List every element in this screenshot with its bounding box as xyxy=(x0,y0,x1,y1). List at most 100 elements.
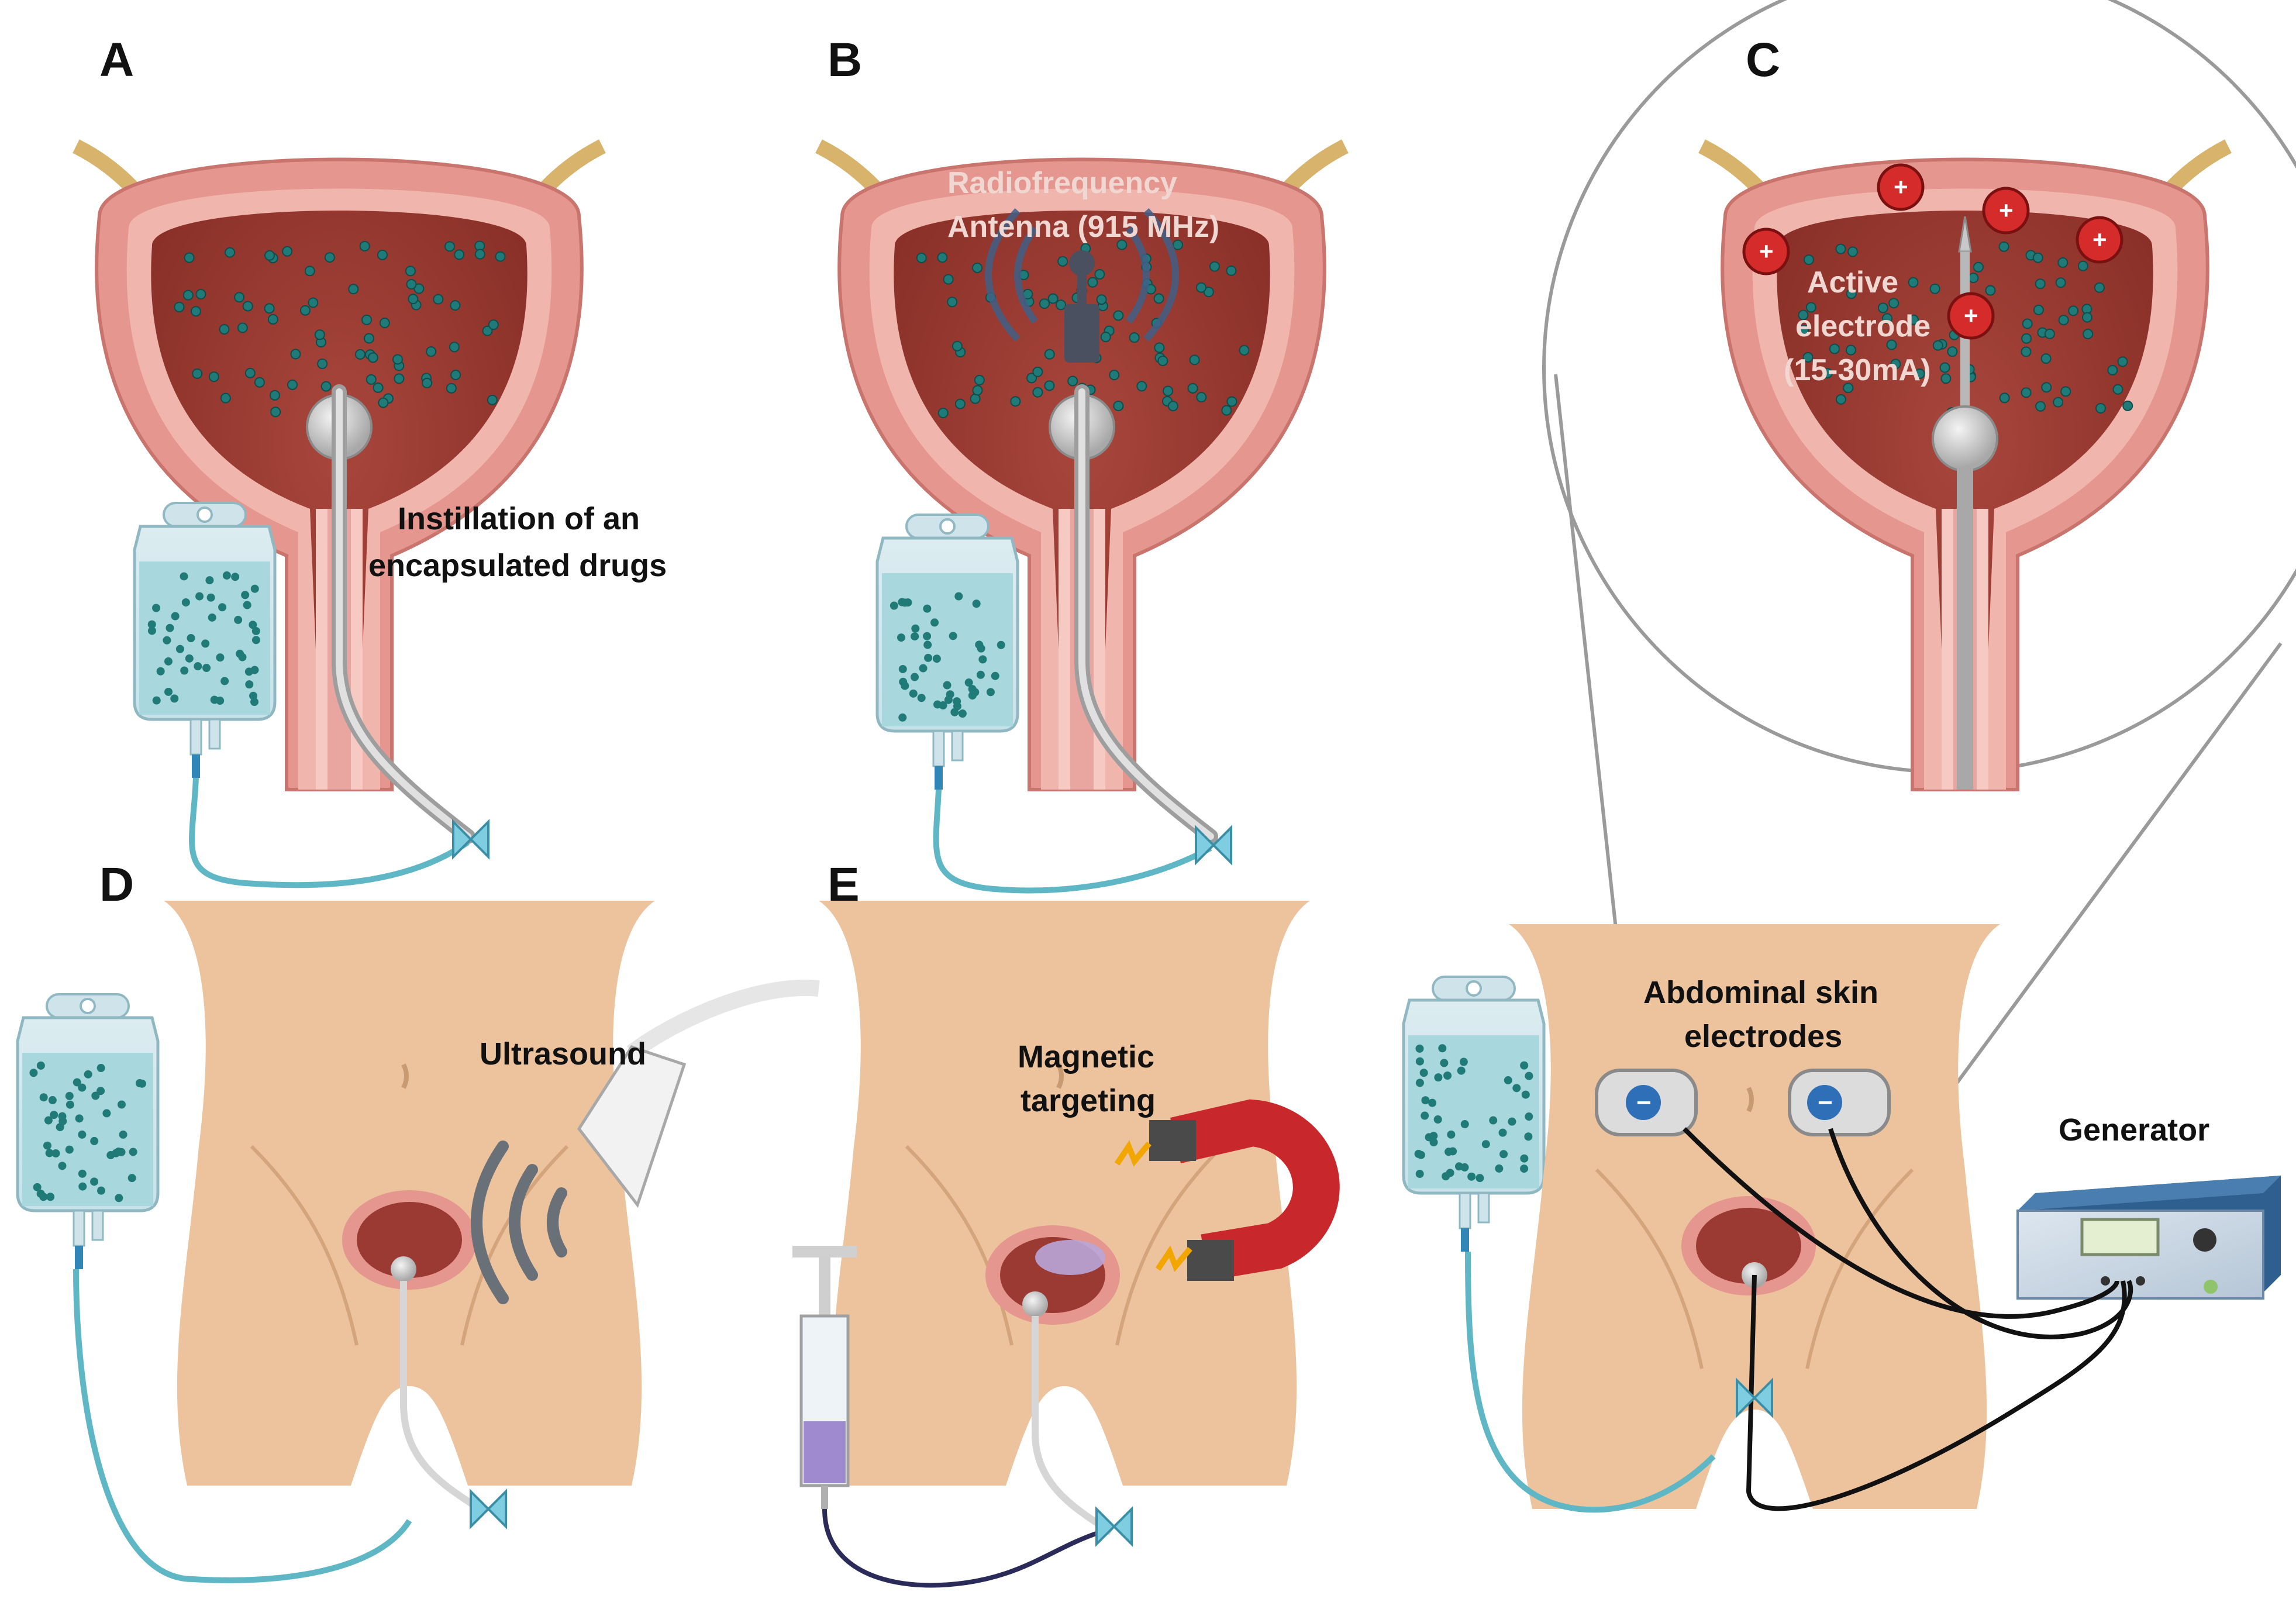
magnet-label-line1: Magnetic xyxy=(1018,1039,1154,1074)
bag-particle xyxy=(171,612,180,621)
positive-charge-symbol: + xyxy=(1894,173,1908,201)
catheter-balloon xyxy=(1932,405,1998,472)
bag-particle xyxy=(954,592,963,601)
positive-charge-icon xyxy=(1742,228,1790,275)
bladder-small xyxy=(985,1225,1120,1535)
drug-particle xyxy=(2057,257,2069,268)
drug-particle xyxy=(1195,282,1206,293)
drug-particle xyxy=(1136,381,1147,392)
bag-particle xyxy=(251,636,260,645)
drug-particle xyxy=(208,371,219,383)
drug-particle xyxy=(2095,402,2106,414)
drug-particle xyxy=(363,333,374,344)
drug-particle xyxy=(1888,298,1899,309)
bag-particle xyxy=(43,1141,51,1150)
drug-particle xyxy=(1886,339,1897,350)
drug-particle xyxy=(392,354,403,365)
drug-particle xyxy=(366,374,377,385)
drug-particle xyxy=(1843,383,1854,394)
drug-particle xyxy=(495,251,506,262)
bag-particle xyxy=(147,620,156,629)
bag-particle xyxy=(1524,1132,1533,1141)
bag-particle xyxy=(1419,1069,1428,1077)
drug-particle xyxy=(361,314,373,325)
bag-particle xyxy=(243,601,251,609)
bag-particle xyxy=(897,633,905,642)
drug-particle xyxy=(952,340,963,352)
positive-charge-icon xyxy=(1982,187,2030,235)
bag-particle xyxy=(245,680,254,689)
drug-particle xyxy=(269,390,280,401)
drug-particle xyxy=(2117,356,2128,367)
drug-particle xyxy=(219,324,230,335)
drug-particle xyxy=(974,374,985,385)
bag-particle xyxy=(58,1162,67,1170)
iv-line xyxy=(189,777,470,888)
bag-particle xyxy=(156,667,165,676)
drug-particle xyxy=(254,377,265,388)
drug-particle xyxy=(2094,282,2105,293)
generator-leads xyxy=(1683,1127,2133,1511)
drug-particle xyxy=(190,306,201,317)
drug-particle xyxy=(287,379,298,390)
drug-particle xyxy=(1932,340,1943,351)
bag-particle xyxy=(129,1148,137,1156)
drug-particle xyxy=(2022,318,2033,329)
drug-particle xyxy=(937,408,949,419)
drug-particle xyxy=(1798,324,1809,335)
drug-particle xyxy=(182,290,194,301)
bag-particle xyxy=(90,1177,99,1186)
electrode-label-line2: electrode xyxy=(1795,309,1930,343)
drug-particle xyxy=(2053,397,2064,408)
bag-particle xyxy=(65,1145,74,1154)
bag-particle xyxy=(1467,1172,1476,1181)
drug-particle xyxy=(1890,359,1901,370)
drug-particle xyxy=(444,241,456,252)
bag-particle xyxy=(58,1112,67,1121)
bag-particle xyxy=(917,694,926,702)
drug-particle xyxy=(1157,355,1168,366)
bag-particle xyxy=(1489,1116,1498,1125)
bag-particle xyxy=(971,688,980,697)
drug-particle xyxy=(1877,302,1888,313)
bag-particle xyxy=(1421,1096,1430,1105)
electrode-label-line3: (15-30mA) xyxy=(1784,353,1930,387)
skin-electrodes-label-line2: electrodes xyxy=(1684,1019,1842,1054)
bag-particle xyxy=(91,1091,100,1100)
drug-particle xyxy=(1096,294,1107,305)
bag-particle xyxy=(930,618,939,627)
drug-particle xyxy=(2112,384,2123,395)
drug-particle xyxy=(1929,283,1940,294)
iv-bag xyxy=(877,515,1018,790)
drug-particle xyxy=(450,300,461,311)
bag-particle xyxy=(216,697,225,705)
bag-particle xyxy=(78,1169,87,1178)
bag-particle xyxy=(1415,1079,1424,1087)
drug-particle xyxy=(1010,396,1021,407)
panel-c: C +++++ Active electrode (15-30mA) xyxy=(1542,0,2296,1200)
drug-particle xyxy=(220,392,231,404)
bag-particle xyxy=(972,600,981,608)
drug-particle xyxy=(2040,353,2052,364)
drug-particle xyxy=(454,249,465,260)
drug-particle xyxy=(2033,304,2044,315)
drug-particle xyxy=(314,329,325,340)
panel-b-letter: B xyxy=(828,33,862,87)
bag-particle xyxy=(78,1182,87,1191)
panel-c-letter: C xyxy=(1746,33,1780,87)
bag-particle xyxy=(1525,1071,1533,1080)
panel-a-caption-line1: Instillation of an xyxy=(398,501,640,536)
bag-particle xyxy=(202,663,211,672)
ultrasound-probe-icon xyxy=(577,979,820,1208)
drug-particle xyxy=(1805,302,1816,313)
drug-particle xyxy=(972,262,983,273)
bag-particle xyxy=(1521,1090,1530,1099)
drug-particle xyxy=(1973,261,1984,273)
drug-particle xyxy=(378,397,389,408)
bag-particle xyxy=(250,584,259,593)
drug-particle xyxy=(1985,285,1996,296)
bag-particle xyxy=(899,677,908,686)
drug-particle xyxy=(1940,373,1952,384)
drug-particle xyxy=(1047,293,1059,304)
bag-particle xyxy=(909,689,918,698)
